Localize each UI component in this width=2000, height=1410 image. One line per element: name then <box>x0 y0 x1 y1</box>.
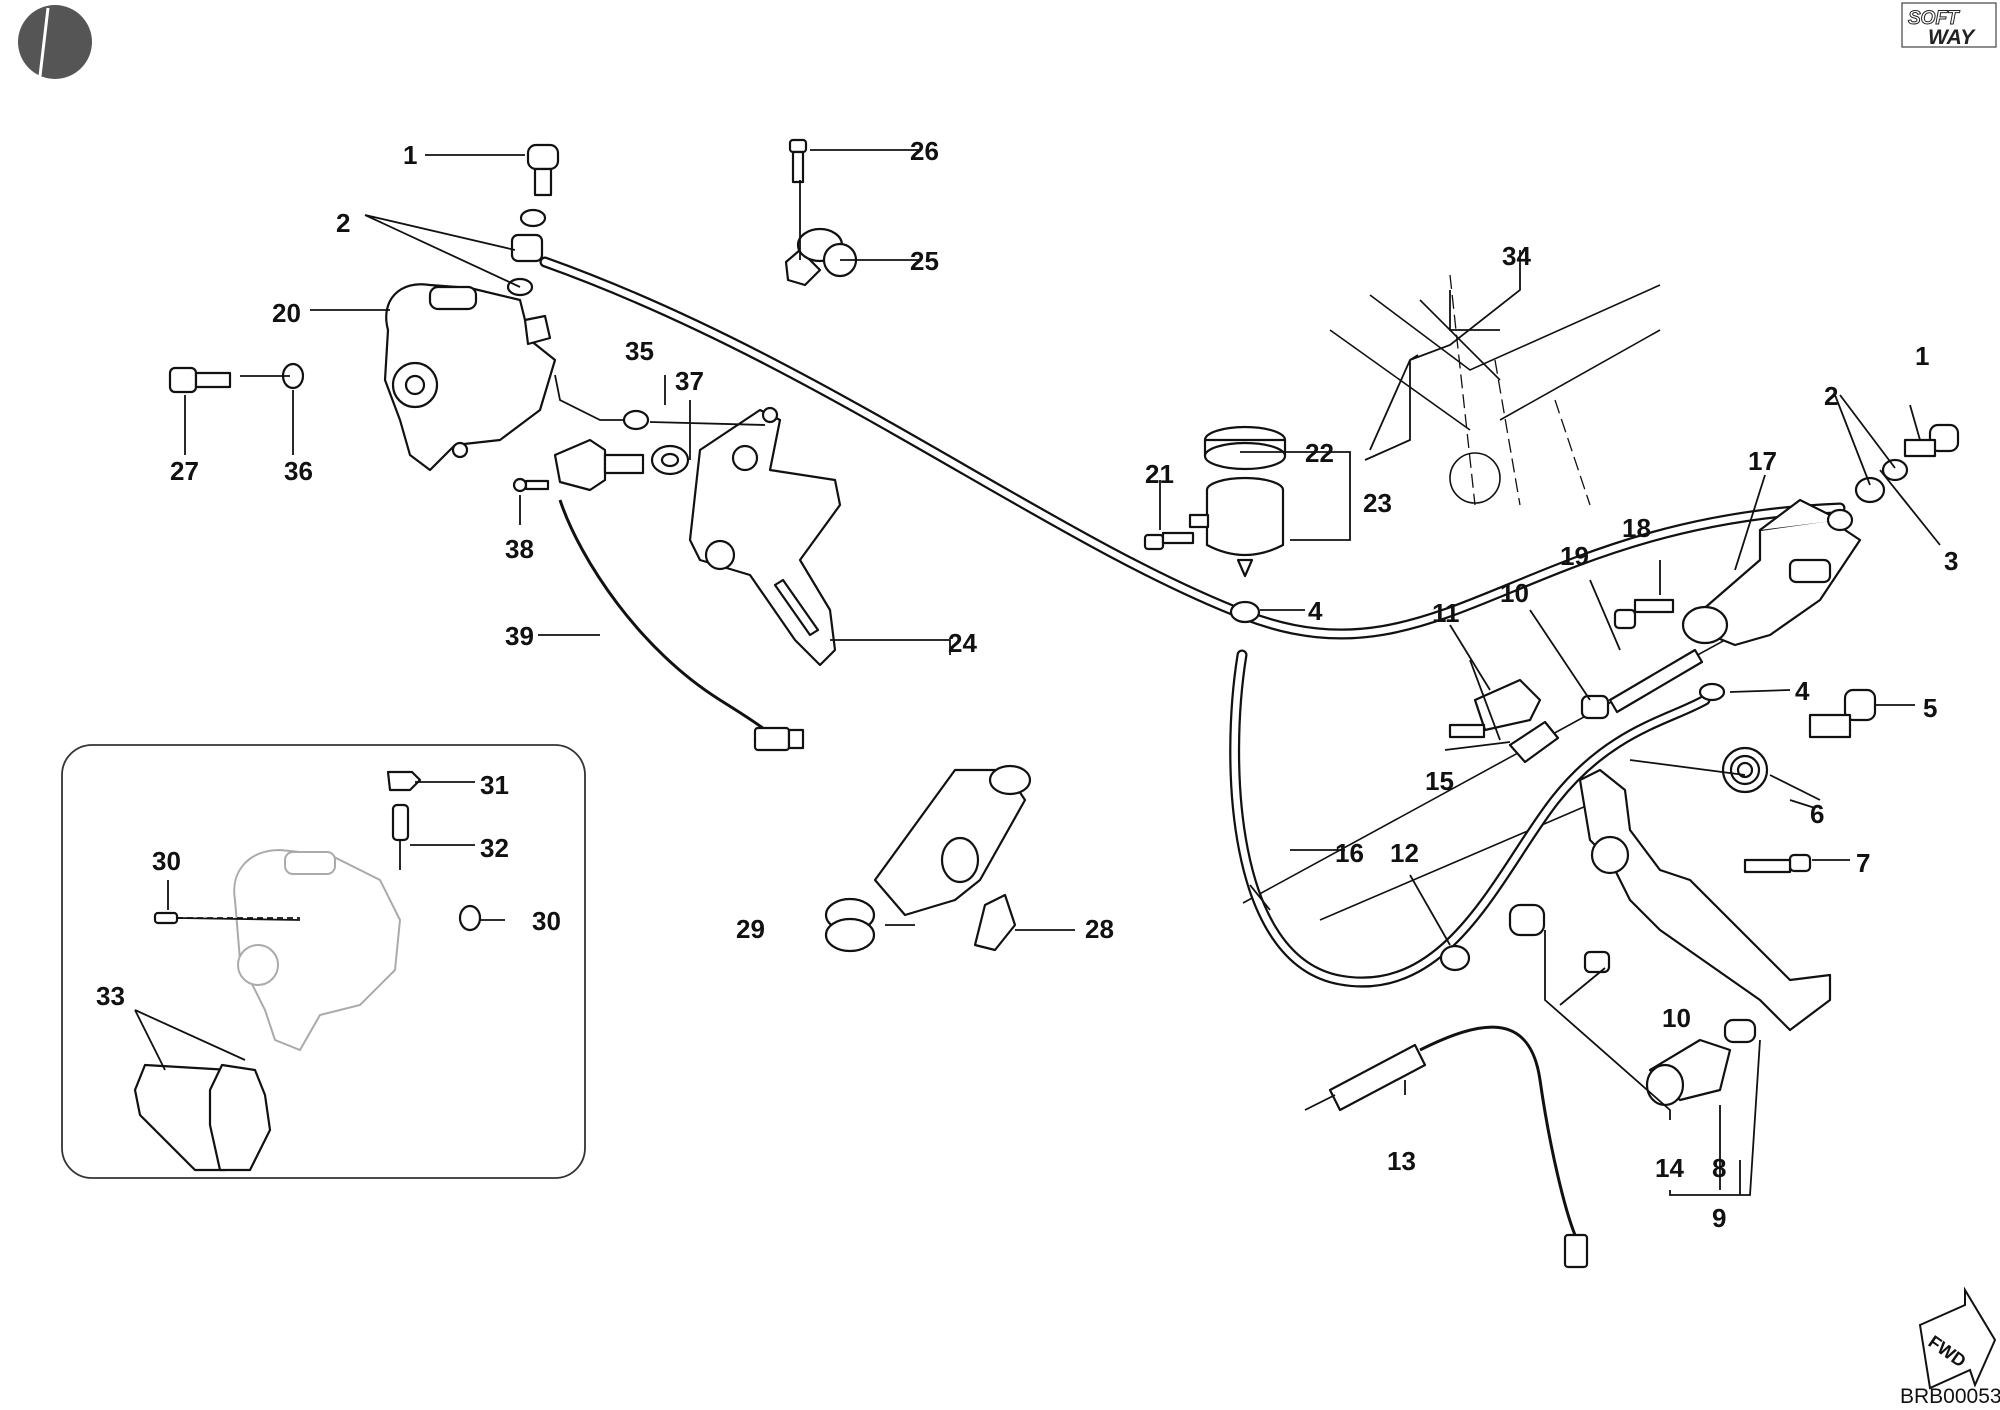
callout-26: 26 <box>910 136 939 166</box>
callout-28: 28 <box>1085 914 1114 944</box>
callout-9: 9 <box>1712 1203 1726 1233</box>
callout-labels: 1 2 20 27 36 35 37 38 39 24 26 25 29 28 … <box>96 136 1958 1233</box>
callout-4: 4 <box>1308 596 1323 626</box>
callout-8: 8 <box>1712 1153 1726 1183</box>
pump-body-28 <box>873 764 1032 917</box>
bushing-25 <box>784 227 858 287</box>
inset-box <box>61 744 586 1179</box>
leader-lines <box>134 149 1941 1196</box>
drawing-code: BRB00053 <box>1900 1385 2000 1408</box>
clip-4-right <box>1698 682 1726 702</box>
callout-2: 2 <box>336 208 350 238</box>
nut-10-top <box>1580 694 1610 720</box>
callout-32: 32 <box>480 833 509 863</box>
callout-11: 11 <box>1432 598 1460 628</box>
callout-12: 12 <box>1390 838 1419 868</box>
callout-27: 27 <box>170 456 199 486</box>
callout-37: 37 <box>675 366 704 396</box>
callout-39: 39 <box>505 621 534 651</box>
bleed-screw-1-right <box>1903 423 1960 458</box>
spacer-37 <box>650 444 690 476</box>
reservoir-hose <box>1229 649 1711 988</box>
bolt-27 <box>168 362 305 394</box>
callout-34: 34 <box>1502 241 1531 271</box>
bolt-26 <box>788 138 808 184</box>
sensor-wire-39 <box>558 499 805 752</box>
callout-24: 24 <box>948 628 977 658</box>
callout-36: 36 <box>284 456 313 486</box>
sensor-38 <box>512 438 645 493</box>
callout-13: 13 <box>1387 1146 1416 1176</box>
bolt-18 <box>1613 598 1675 630</box>
callout-14: 14 <box>1655 1153 1684 1183</box>
callout-19: 19 <box>1560 541 1589 571</box>
logo-line-2: WAY <box>1928 26 1976 49</box>
callout-23: 23 <box>1363 488 1392 518</box>
corner-marker-icon <box>18 5 92 79</box>
callout-18: 18 <box>1622 513 1651 543</box>
callout-3: 3 <box>1944 546 1958 576</box>
callout-10-lower: 10 <box>1662 1003 1691 1033</box>
hose-clamp-4 <box>1229 600 1261 624</box>
callout-15: 15 <box>1425 766 1454 796</box>
washer-35 <box>622 409 650 431</box>
callout-6: 6 <box>1810 799 1824 829</box>
reservoir-cap-22 <box>1203 425 1287 471</box>
callout-17: 17 <box>1748 446 1777 476</box>
callout-38: 38 <box>505 534 534 564</box>
callout-33: 33 <box>96 981 125 1011</box>
pushrod-19 <box>1608 648 1704 714</box>
bolt-21 <box>1143 531 1195 551</box>
rear-brake-caliper <box>383 283 557 472</box>
callout-35: 35 <box>625 336 654 366</box>
callout-10: 10 <box>1500 578 1529 608</box>
callout-25: 25 <box>910 246 939 276</box>
master-cylinder-17 <box>1681 498 1862 647</box>
callout-5: 5 <box>1923 693 1937 723</box>
callout-21: 21 <box>1145 459 1174 489</box>
clevis-pin-15 <box>1508 720 1560 764</box>
elbow-fitting-28 <box>973 893 1017 952</box>
logo-line-1: SOFT <box>1908 8 1960 29</box>
callout-4-right: 4 <box>1795 676 1810 706</box>
brake-pedal-lever <box>1578 768 1832 1032</box>
callout-30: 30 <box>152 846 181 876</box>
bleed-screw-1 <box>526 143 560 197</box>
nut-10-lower <box>1583 950 1611 974</box>
seal-29 <box>824 897 876 953</box>
callout-31: 31 <box>480 770 509 800</box>
callout-22: 22 <box>1305 438 1334 468</box>
bushing-12 <box>1439 944 1471 972</box>
callout-29: 29 <box>736 914 765 944</box>
pivot-bolt-5 <box>1808 688 1877 739</box>
callout-20: 20 <box>272 298 301 328</box>
washers-2-right <box>1826 458 1909 532</box>
callout-2-right: 2 <box>1824 381 1838 411</box>
callout-30-right: 30 <box>532 906 561 936</box>
spacer-14 <box>1508 903 1546 937</box>
footpeg-rubber-8 <box>1645 1018 1757 1107</box>
sensor-wire-13 <box>1304 1025 1589 1269</box>
callout-1-right: 1 <box>1915 341 1929 371</box>
washer-2 <box>506 208 547 297</box>
fwd-arrow-icon: FWD <box>1918 1286 1997 1390</box>
callout-1: 1 <box>403 140 417 170</box>
softway-logo: SOFT WAY <box>1901 2 1997 49</box>
callout-7: 7 <box>1856 848 1870 878</box>
bolt-7 <box>1743 853 1812 874</box>
spring-6 <box>1721 746 1769 794</box>
callout-16: 16 <box>1335 838 1364 868</box>
bracket-24 <box>688 406 842 667</box>
